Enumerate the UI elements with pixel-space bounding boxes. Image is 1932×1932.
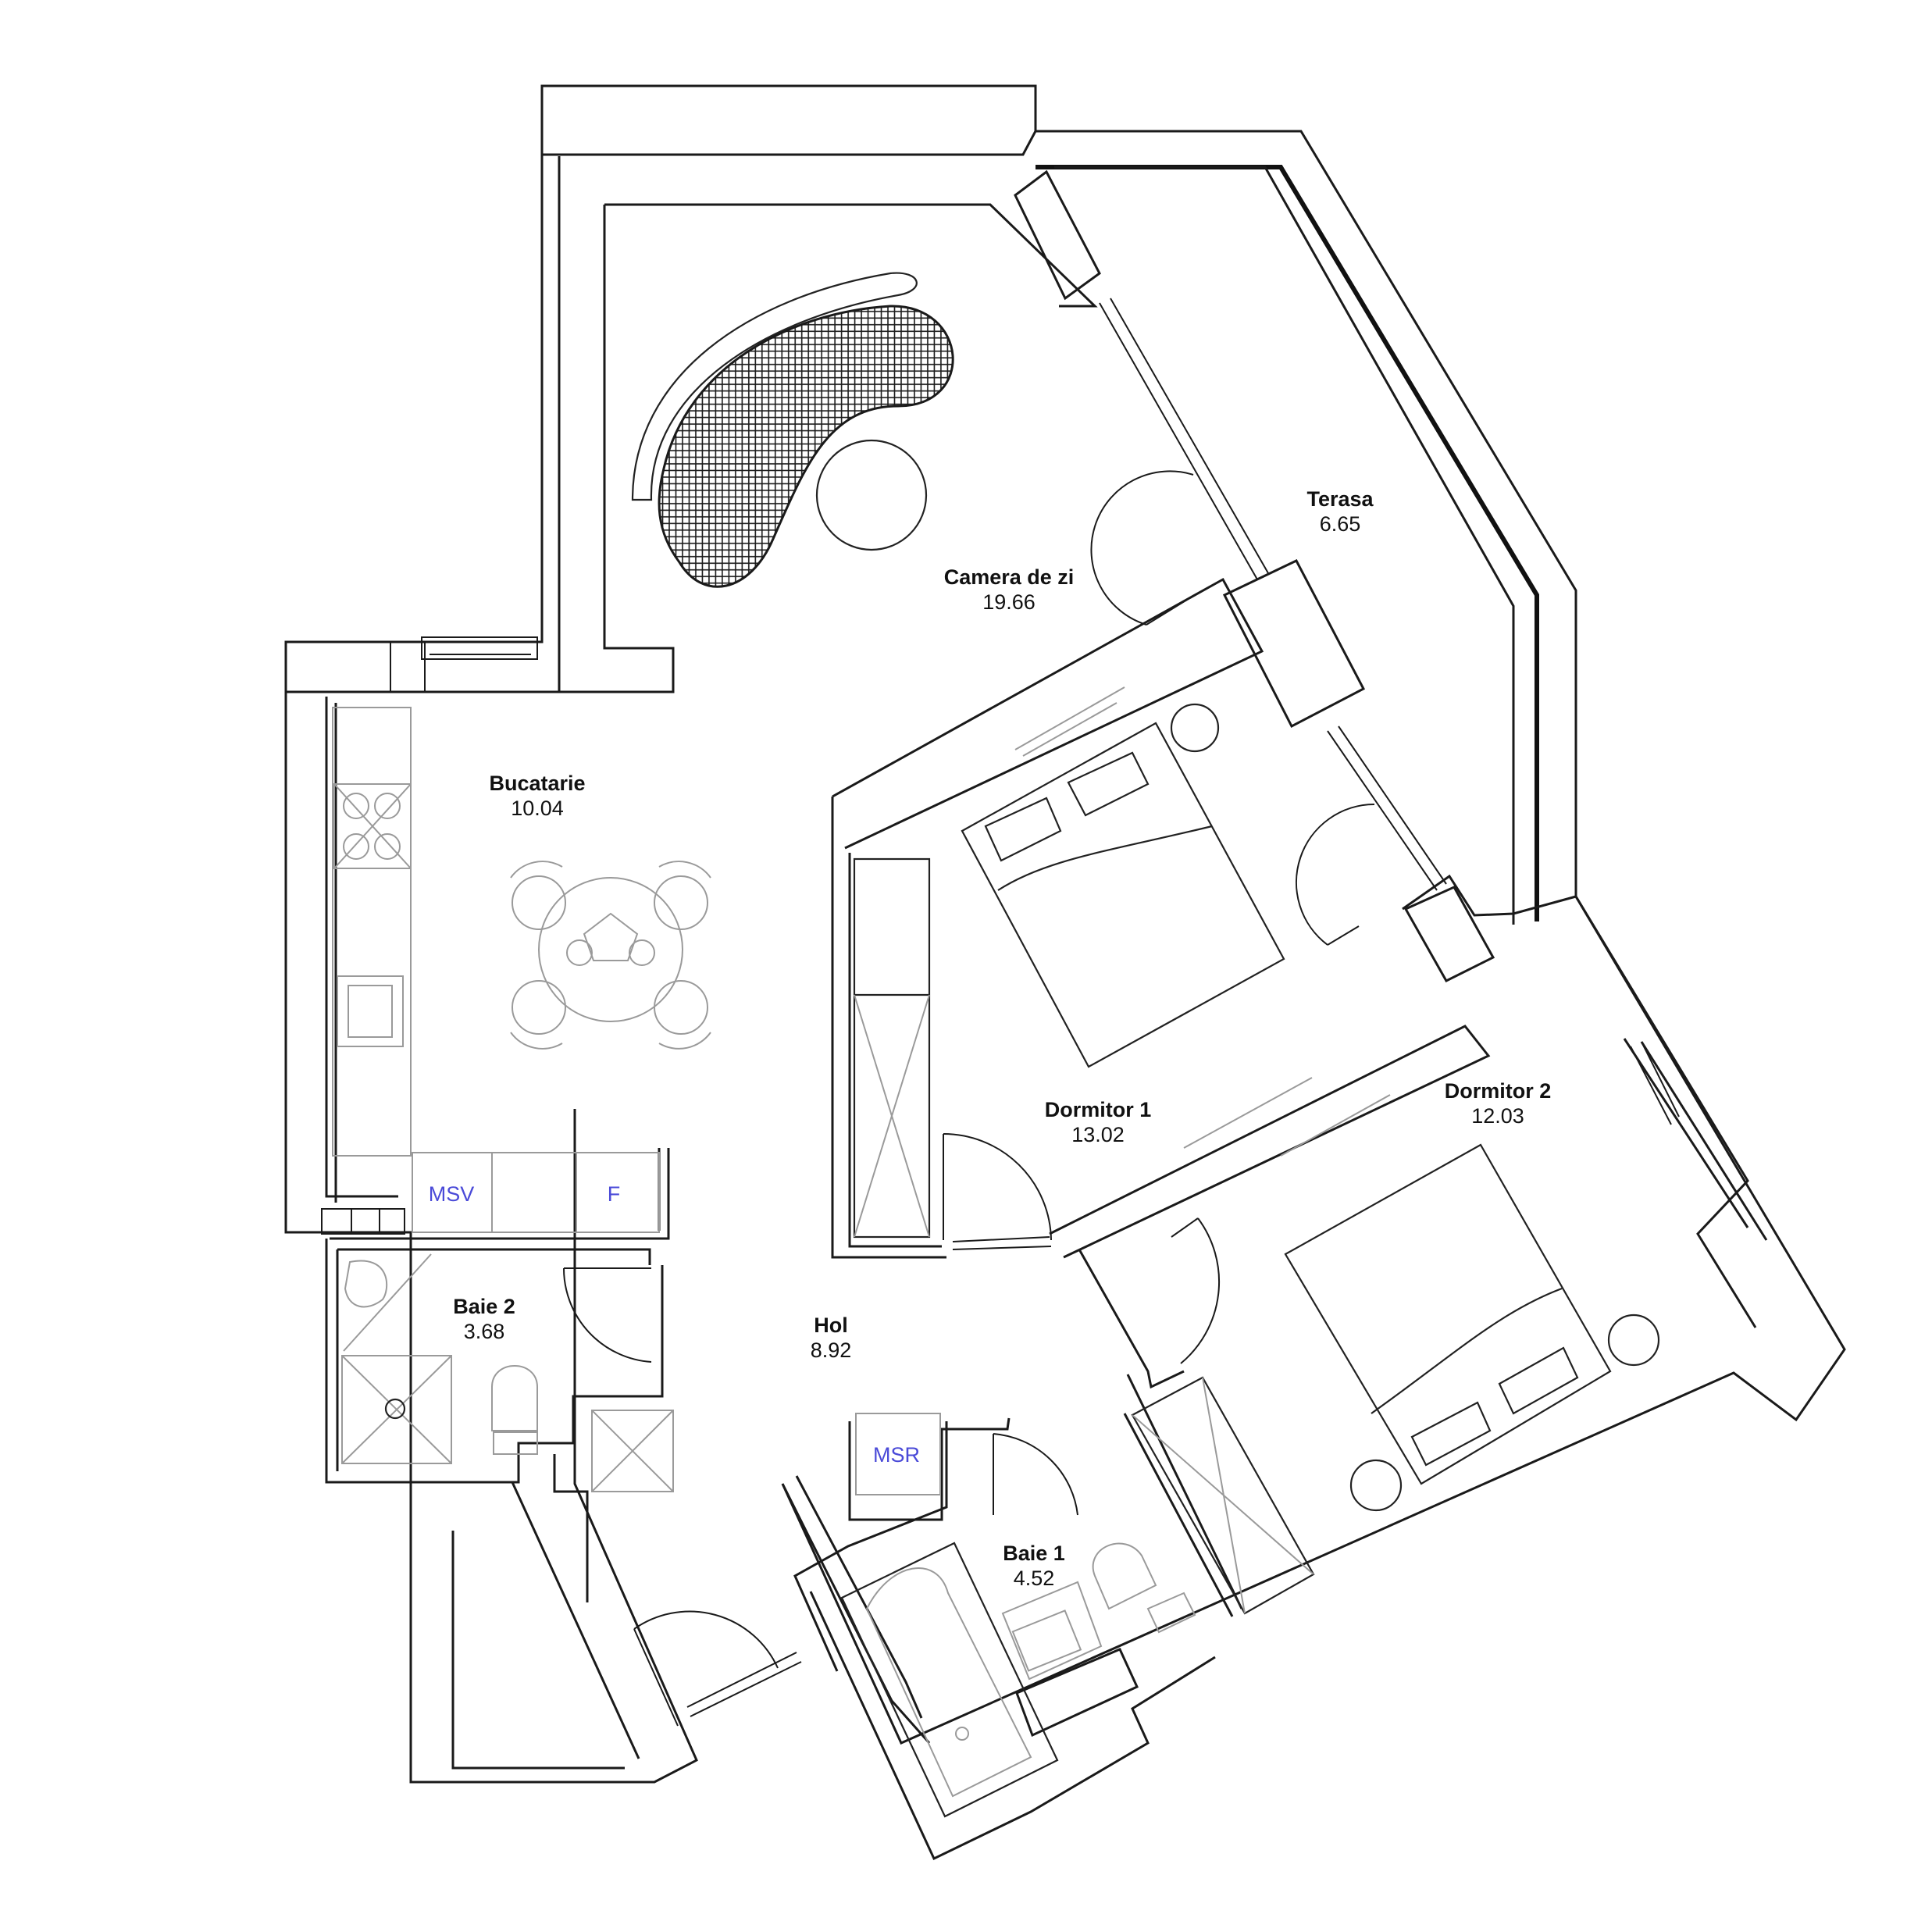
toilet-icon bbox=[1092, 1542, 1196, 1634]
room-label-hol: Hol 8.92 bbox=[811, 1314, 852, 1362]
stove-icon bbox=[333, 783, 412, 869]
wardrobe-icon bbox=[853, 686, 1125, 1239]
room-area: 12.03 bbox=[1471, 1104, 1524, 1128]
room-name: Dormitor 2 bbox=[1445, 1079, 1552, 1103]
room-area: 3.68 bbox=[464, 1320, 505, 1343]
round-table-icon bbox=[815, 439, 928, 551]
room-area: 6.65 bbox=[1320, 512, 1361, 536]
utility-label-msr: MSR bbox=[873, 1443, 920, 1467]
room-label-dormitor-1: Dormitor 1 13.02 bbox=[1045, 1098, 1152, 1146]
kitchen-counter bbox=[332, 707, 660, 1233]
room-area: 4.52 bbox=[1014, 1567, 1055, 1590]
room-label-bucatarie: Bucatarie 10.04 bbox=[489, 772, 585, 820]
sofa-icon bbox=[631, 272, 954, 588]
room-area: 13.02 bbox=[1071, 1123, 1125, 1146]
window-icon bbox=[686, 298, 1680, 1717]
room-area: 10.04 bbox=[511, 797, 564, 820]
room-label-baie-2: Baie 2 3.68 bbox=[453, 1295, 515, 1343]
storage-box bbox=[591, 1410, 674, 1492]
bed-icon bbox=[961, 703, 1285, 1068]
toilet-icon bbox=[344, 1260, 538, 1455]
utility-label-f: F bbox=[608, 1182, 621, 1206]
room-label-camera-de-zi: Camera de zi 19.66 bbox=[944, 565, 1075, 614]
room-label-dormitor-2: Dormitor 2 12.03 bbox=[1445, 1079, 1552, 1128]
exterior-walls bbox=[284, 84, 1846, 1784]
room-name: Camera de zi bbox=[944, 565, 1075, 589]
room-area: 19.66 bbox=[982, 590, 1036, 614]
msr-cabinet bbox=[855, 1413, 941, 1495]
room-name: Hol bbox=[814, 1314, 848, 1337]
bathtub-icon bbox=[840, 1542, 1059, 1818]
door-swing-icon bbox=[562, 470, 1375, 1727]
room-label-baie-1: Baie 1 4.52 bbox=[1003, 1542, 1065, 1590]
room-name: Baie 1 bbox=[1003, 1542, 1065, 1565]
sink-icon bbox=[337, 975, 404, 1047]
room-name: Bucatarie bbox=[489, 772, 585, 795]
interior-walls bbox=[321, 169, 1577, 1861]
room-name: Baie 2 bbox=[453, 1295, 515, 1318]
room-name: Terasa bbox=[1306, 487, 1374, 511]
room-label-terasa: Terasa 6.65 bbox=[1306, 487, 1374, 536]
room-name: Dormitor 1 bbox=[1045, 1098, 1152, 1121]
wardrobe-icon bbox=[1131, 1077, 1391, 1615]
shower-icon bbox=[341, 1253, 452, 1464]
bed-icon bbox=[1284, 1143, 1660, 1512]
utility-label-msv: MSV bbox=[429, 1182, 475, 1206]
room-area: 8.92 bbox=[811, 1338, 852, 1362]
dining-set-icon bbox=[510, 861, 711, 1050]
sink-icon bbox=[1001, 1581, 1103, 1681]
